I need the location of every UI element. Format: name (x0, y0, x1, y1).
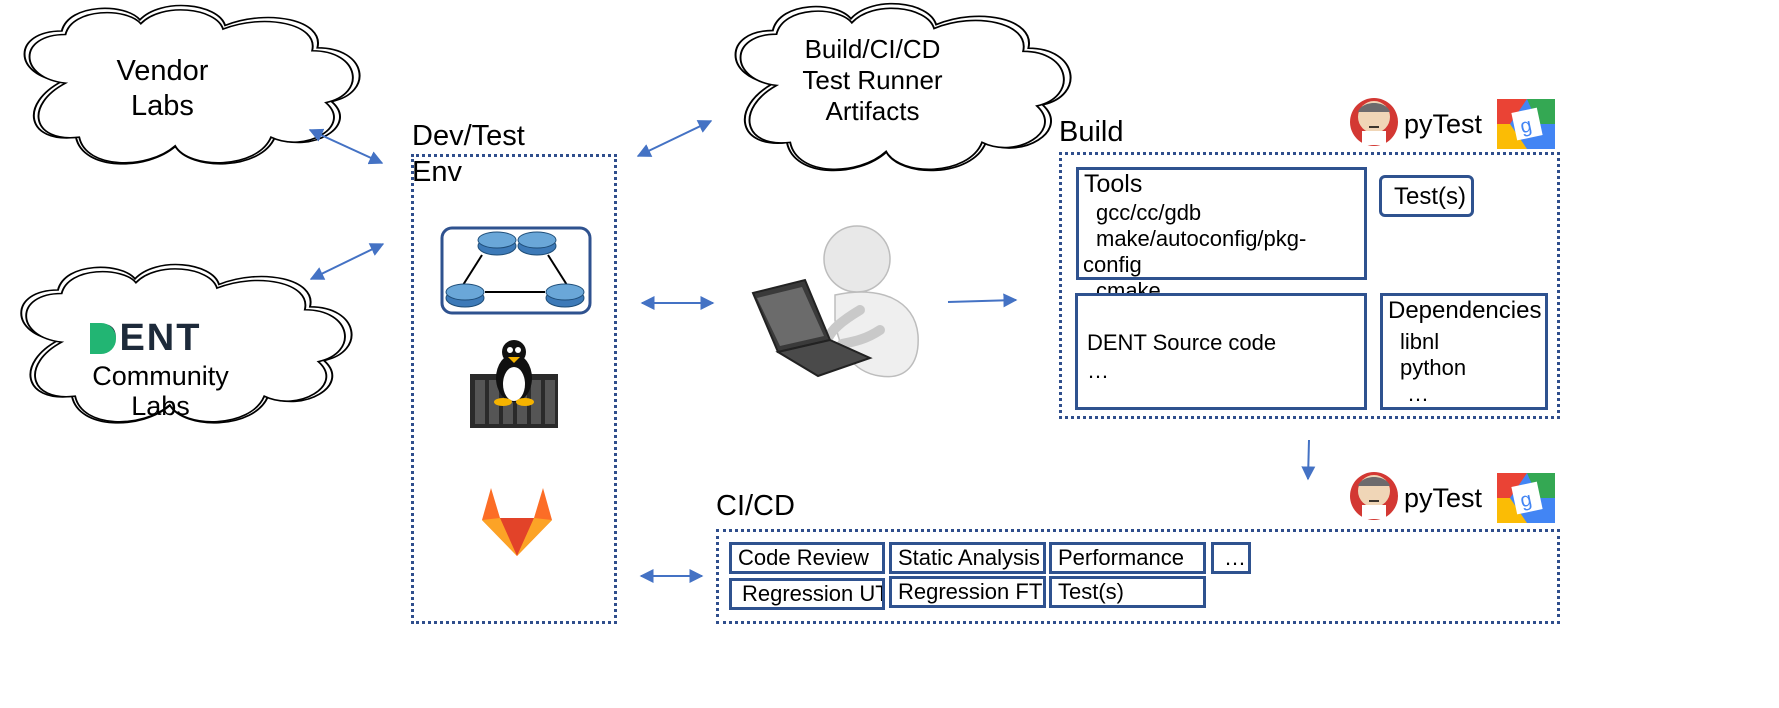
artifacts-cloud-label: Build/CI/CD Test Runner Artifacts (790, 34, 955, 127)
cicd-stage-static-analysis: Static Analysis (889, 542, 1046, 574)
build-pytest-label: pyTest (1404, 109, 1483, 139)
devtest-title: Dev/Test Env (412, 118, 525, 190)
linux-tux-server-icon (470, 340, 558, 428)
svg-text:g: g (1518, 488, 1533, 512)
jenkins-icon (1350, 472, 1398, 520)
community-line1: Community (92, 361, 229, 391)
build-tests-box: Test(s) (1379, 175, 1474, 217)
devtest-title-line2: Env (412, 156, 462, 188)
cicd-title: CI/CD (716, 490, 795, 522)
cicd-container (716, 529, 1560, 624)
dent-logo-mark (90, 323, 116, 354)
vendor-line2: Labs (131, 90, 194, 122)
google-test-icon: g (1497, 99, 1555, 149)
arrow-build-cicd (1301, 439, 1316, 481)
arrow-developer-build (947, 293, 1018, 308)
arrow-vendor-devtest (308, 128, 384, 165)
build-title: Build (1059, 116, 1124, 148)
vendor-cloud-label: Vendor Labs (90, 54, 235, 124)
cicd-stage-regression-ft: Regression FT (889, 576, 1046, 608)
tools-title: Tools (1084, 170, 1143, 198)
cicd-stage-code-review: Code Review (729, 542, 885, 574)
cicd-stage-more: … (1211, 542, 1251, 574)
artifacts-line3: Artifacts (825, 96, 920, 126)
cicd-pytest-label: pyTest (1404, 483, 1483, 513)
dependencies-title: Dependencies (1388, 297, 1542, 324)
tools-item: make/autoconfig/pkg- (1096, 226, 1307, 251)
dependencies-box: Dependencies libnl python … (1380, 293, 1548, 410)
tools-item: config (1083, 252, 1142, 277)
google-test-icon: g (1497, 473, 1555, 523)
artifacts-line1: Build/CI/CD (804, 34, 941, 64)
build-container (1059, 152, 1560, 419)
dependency-item: python (1400, 355, 1467, 380)
artifacts-line2: Test Runner (802, 65, 943, 95)
developer-laptop-icon (751, 225, 919, 378)
tools-box: Tools gcc/cc/gdb make/autoconfig/pkg- co… (1076, 167, 1367, 280)
cicd-stage-performance: Performance (1049, 542, 1206, 574)
source-line2: … (1087, 358, 1109, 383)
svg-text:g: g (1518, 114, 1533, 138)
devtest-title-line1: Dev/Test (412, 120, 525, 152)
build-tests-label: Test(s) (1394, 183, 1466, 210)
network-switches-icon (440, 226, 592, 315)
tools-item-overflow: cmake (1096, 278, 1161, 295)
cicd-stage-regression-ut: Regression UT (729, 578, 885, 610)
source-code-box: DENT Source code … (1075, 293, 1367, 410)
community-cloud-label: Community Labs (88, 361, 233, 421)
devtest-env-container (411, 154, 617, 624)
arrow-devtest-artifacts (636, 120, 713, 157)
jenkins-icon (1350, 98, 1398, 146)
arrows (308, 120, 1316, 583)
cicd-stage-tests: Test(s) (1049, 576, 1206, 608)
gitlab-icon (482, 488, 552, 556)
dependency-item: … (1407, 381, 1429, 406)
source-line1: DENT Source code (1087, 330, 1277, 355)
community-line2: Labs (131, 391, 190, 421)
arrow-community-devtest (309, 243, 385, 280)
vendor-line1: Vendor (116, 55, 209, 87)
tools-item: gcc/cc/gdb (1096, 200, 1202, 225)
dependency-item: libnl (1400, 329, 1440, 354)
